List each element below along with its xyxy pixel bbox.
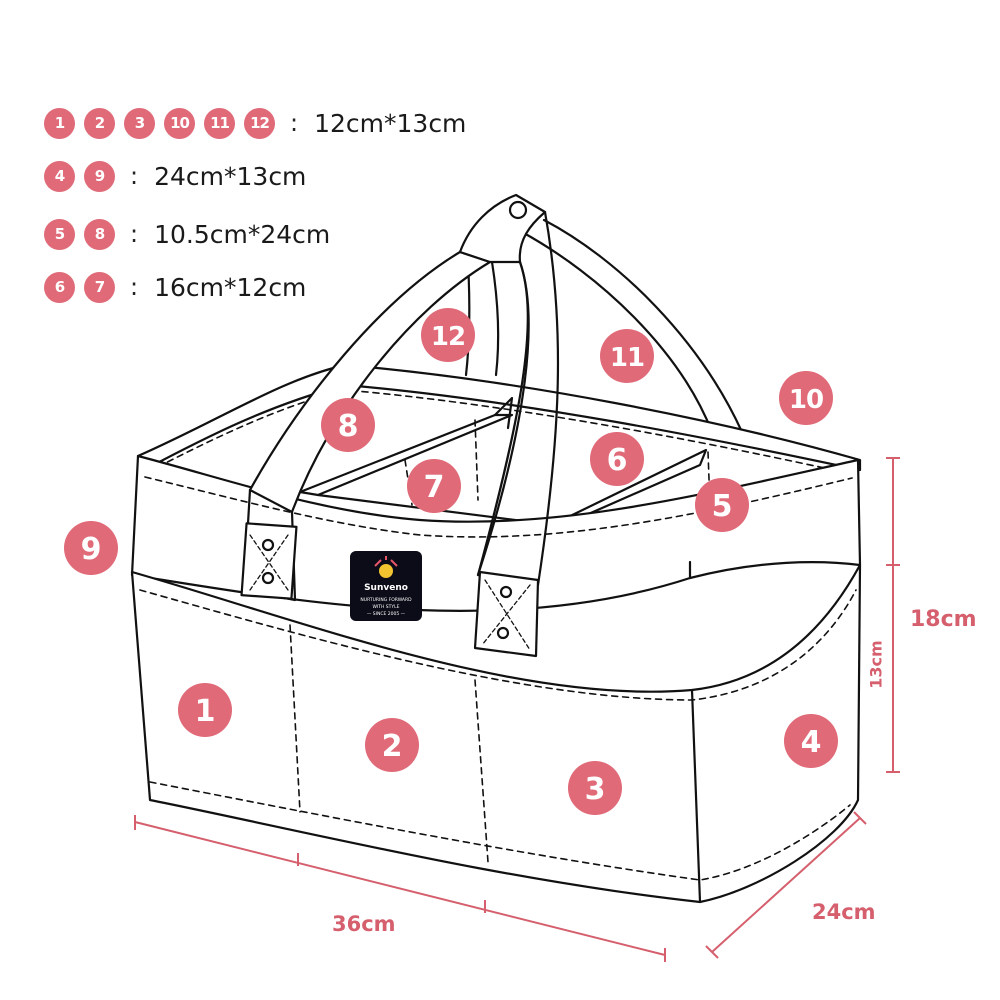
badge-number: 7 <box>424 470 445 505</box>
badge-number: 6 <box>607 443 628 478</box>
legend-size: 12cm*13cm <box>314 108 467 138</box>
legend-badge: 8 <box>84 218 115 250</box>
badge-number: 10 <box>789 385 823 415</box>
height-label: 18cm <box>910 607 977 632</box>
badge-5: 5 <box>695 478 749 532</box>
legend-separator: : <box>130 273 139 301</box>
legend-size: 24cm*13cm <box>154 161 307 191</box>
inner-dividers <box>298 396 713 561</box>
badge-number: 9 <box>81 532 102 567</box>
legend-row-4: 6 7 : 16cm*12cm <box>44 271 307 303</box>
handle-tab-left <box>240 522 298 600</box>
badge-7: 7 <box>407 459 461 513</box>
legend-separator: : <box>130 162 139 190</box>
dimension-lines <box>134 457 900 962</box>
badge-number: 12 <box>431 322 465 352</box>
brand-tagline: WITH STYLE <box>372 604 399 610</box>
brand-label: Sunveno NURTURING FORWARD WITH STYLE — S… <box>350 551 422 621</box>
badge-number: 3 <box>585 772 606 807</box>
badge-1: 1 <box>178 683 232 737</box>
legend-badge: 10 <box>164 107 195 139</box>
badge-8: 8 <box>321 398 375 452</box>
badge-11: 11 <box>600 329 654 383</box>
badge-number: 1 <box>195 694 216 729</box>
legend-row-1: 1 2 3 10 11 12 : 12cm*13cm <box>44 107 467 139</box>
legend-badge: 6 <box>44 271 75 303</box>
width-line <box>711 817 861 953</box>
handle-tab-right <box>473 570 540 658</box>
legend-badge: 2 <box>84 107 115 139</box>
legend-size: 10.5cm*24cm <box>154 219 331 249</box>
brand-name: Sunveno <box>364 583 408 593</box>
badge-6: 6 <box>590 432 644 486</box>
length-line <box>134 821 666 956</box>
compartment-badges: 1 2 3 4 5 6 7 8 9 10 11 12 <box>64 308 838 815</box>
badge-number: 8 <box>338 409 359 444</box>
legend-row-2: 4 9 : 24cm*13cm <box>44 160 307 192</box>
legend-badge: 9 <box>84 160 115 192</box>
legend-badge: 11 <box>204 107 235 139</box>
legend-badge: 3 <box>124 107 155 139</box>
bag-pocket-body <box>130 563 862 904</box>
badge-10: 10 <box>779 371 833 425</box>
legend-badge: 1 <box>44 107 75 139</box>
width-label: 24cm <box>812 900 876 924</box>
badge-number: 2 <box>382 729 403 764</box>
front-handle <box>242 193 560 602</box>
legend-row-3: 5 8 : 10.5cm*24cm <box>44 218 331 250</box>
badge-2: 2 <box>365 718 419 772</box>
brand-since: — SINCE 2005 — <box>367 611 406 617</box>
legend-badge: 7 <box>84 271 115 303</box>
legend-badge: 4 <box>44 160 75 192</box>
brand-tagline: NURTURING FORWARD <box>360 597 412 603</box>
badge-3: 3 <box>568 761 622 815</box>
legend-separator: : <box>290 109 299 137</box>
legend-separator: : <box>130 220 139 248</box>
badge-number: 4 <box>801 725 822 760</box>
badge-number: 11 <box>610 343 644 373</box>
badge-12: 12 <box>421 308 475 362</box>
legend-badge: 5 <box>44 218 75 250</box>
legend-size: 16cm*12cm <box>154 272 307 302</box>
badge-number: 5 <box>712 489 733 524</box>
badge-4: 4 <box>784 714 838 768</box>
pocket-height-label: 13cm <box>866 640 886 689</box>
length-label: 36cm <box>332 912 396 936</box>
legend-badge: 12 <box>244 107 275 139</box>
badge-9: 9 <box>64 521 118 575</box>
